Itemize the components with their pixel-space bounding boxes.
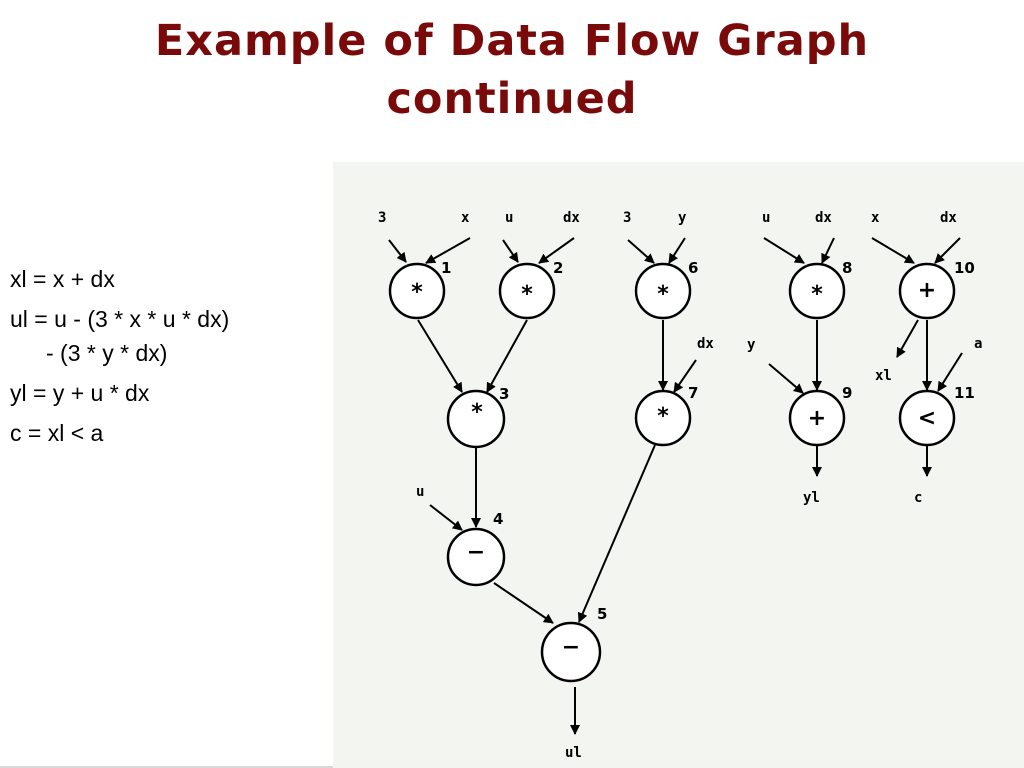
output-label-xl: xl	[875, 368, 892, 384]
edge-in-y-to-9	[768, 363, 804, 394]
node-1-operator: *	[411, 280, 423, 305]
graph-node-4	[446, 527, 506, 587]
input-label-dx: dx	[940, 210, 957, 226]
input-label-dx: dx	[563, 210, 580, 226]
node-6-operator: *	[657, 282, 669, 307]
graph-edges	[388, 237, 963, 735]
node-5-number: 5	[597, 605, 607, 623]
edge-in-u-to-2	[502, 239, 519, 263]
input-label-3: 3	[378, 210, 386, 226]
node-7-number: 7	[688, 384, 698, 402]
input-label-u: u	[416, 484, 424, 500]
edge-in-y-to-6	[668, 237, 686, 264]
node-7-operator: *	[657, 404, 669, 429]
graph-node-10	[898, 262, 956, 320]
graph-node-5	[540, 621, 602, 683]
node-9-operator: +	[808, 406, 826, 431]
node-8-operator: *	[811, 282, 823, 307]
graph-node-2	[498, 262, 556, 320]
edge-in-a-to-11	[937, 352, 963, 392]
input-label-u: u	[762, 210, 770, 226]
edge-2-to-3	[486, 319, 528, 393]
node-6-number: 6	[688, 259, 698, 277]
edge-in-u-to-8	[763, 237, 805, 264]
input-label-u: u	[505, 210, 513, 226]
edge-in-3-to-1	[388, 239, 407, 263]
edge-in-x-to-10	[871, 237, 915, 264]
node-4-number: 4	[493, 510, 503, 528]
node-10-operator: +	[918, 278, 936, 303]
input-label-3: 3	[623, 210, 631, 226]
node-3-operator: *	[471, 400, 483, 425]
output-label-yl: yl	[803, 490, 820, 506]
edge-4-to-5	[493, 582, 554, 624]
equation-ul-line2: - (3 * y * dx)	[46, 340, 168, 366]
title-line-1: Example of Data Flow Graph	[154, 16, 870, 66]
edge-in-x-to-1	[425, 237, 471, 264]
node-11-number: 11	[954, 384, 975, 402]
graph-node-6	[634, 262, 692, 320]
graph-node-1	[388, 262, 446, 320]
node-9-number: 9	[842, 384, 852, 402]
equation-xl: xl = x + dx	[10, 266, 115, 292]
node-3-number: 3	[499, 385, 509, 403]
slide-title: Example of Data Flow Graph continued	[0, 12, 1024, 128]
node-5-operator: −	[562, 635, 580, 660]
node-2-operator: *	[521, 282, 533, 307]
edge-in-dx-to-10	[934, 237, 961, 264]
input-label-a: a	[974, 336, 982, 352]
input-label-dx: dx	[815, 210, 832, 226]
equation-ul-line1: ul = u - (3 * x * u * dx)	[10, 306, 230, 332]
edge-10-to-xl	[896, 319, 919, 358]
node-11-operator: <	[918, 406, 936, 431]
input-label-x: x	[871, 210, 880, 226]
output-label-ul: ul	[565, 745, 582, 761]
input-label-x: x	[461, 210, 470, 226]
equation-ul: ul = u - (3 * x * u * dx) - (3 * y * dx)	[10, 302, 330, 376]
input-label-dx: dx	[697, 336, 714, 352]
equation-c: c = xl < a	[10, 420, 104, 446]
edge-in-dx-to-8	[821, 237, 835, 264]
node-4-operator: −	[467, 540, 485, 565]
graph-node-3	[446, 389, 506, 449]
output-label-c: c	[914, 490, 922, 506]
node-10-number: 10	[954, 259, 975, 277]
edge-1-to-3	[417, 319, 463, 393]
input-label-y: y	[747, 337, 756, 353]
graph-node-7	[634, 389, 692, 447]
equation-list: xl = x + dx ul = u - (3 * x * u * dx) - …	[10, 262, 330, 456]
node-8-number: 8	[842, 259, 852, 277]
edge-in-dx-to-2	[538, 237, 575, 264]
graph-node-8	[788, 262, 846, 320]
edge-in-u-to-4	[429, 504, 463, 531]
equation-yl: yl = y + u * dx	[10, 380, 150, 406]
node-1-number: 1	[441, 259, 451, 277]
edge-in-dx-to-7	[673, 359, 697, 393]
edge-in-3-to-6	[627, 239, 655, 264]
graph-node-11	[898, 389, 956, 447]
edge-7-to-5	[577, 444, 656, 623]
input-label-y: y	[678, 210, 687, 226]
graph-node-9	[788, 389, 846, 447]
footer-divider	[0, 766, 333, 768]
title-line-2: continued	[386, 74, 638, 124]
node-2-number: 2	[553, 259, 563, 277]
